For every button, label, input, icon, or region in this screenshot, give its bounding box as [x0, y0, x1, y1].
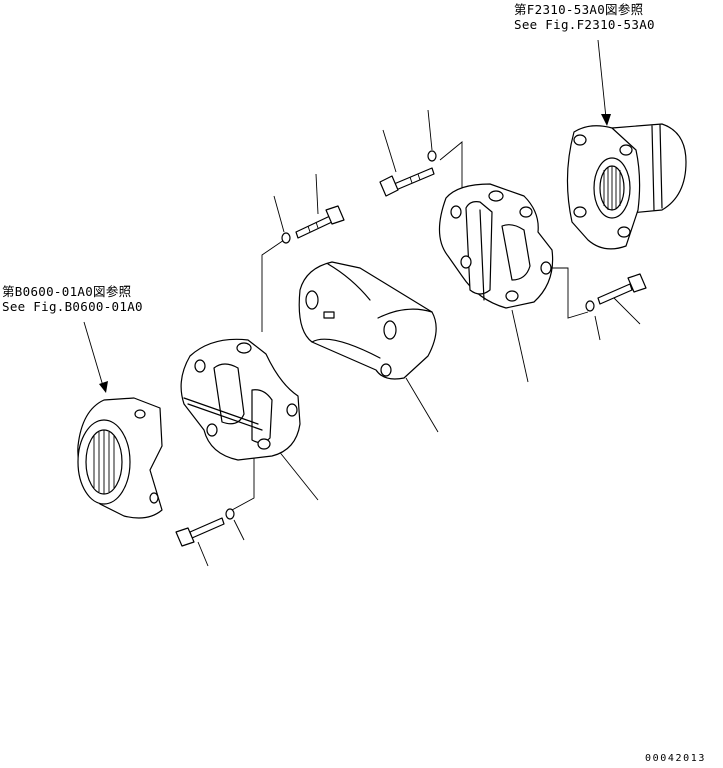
- bolt-upper-right: [379, 167, 435, 197]
- reference-japanese: 第F2310-53A0図参照: [514, 2, 644, 17]
- universal-joint-left: [180, 338, 301, 461]
- flange-left: [77, 397, 163, 519]
- drawing-number: 00042013: [645, 753, 706, 764]
- universal-joint-right: [438, 183, 554, 309]
- bolt-lower-right: [597, 273, 647, 305]
- washer-lower-left: [225, 508, 235, 520]
- washer-upper-right: [427, 150, 437, 162]
- flange-right: [566, 123, 687, 250]
- washer-upper-left: [281, 232, 291, 244]
- reference-english: See Fig.B0600-01A0: [2, 299, 143, 314]
- reference-label-upper-right: 第F2310-53A0図参照 See Fig.F2310-53A0: [514, 2, 655, 32]
- reference-label-left: 第B0600-01A0図参照 See Fig.B0600-01A0: [2, 284, 143, 314]
- reference-english: See Fig.F2310-53A0: [514, 17, 655, 32]
- coupling-body: [298, 261, 437, 380]
- bolt-lower-left: [175, 517, 225, 547]
- reference-japanese: 第B0600-01A0図参照: [2, 284, 132, 299]
- washer-lower-right: [585, 300, 595, 312]
- bolt-upper-left: [295, 205, 345, 239]
